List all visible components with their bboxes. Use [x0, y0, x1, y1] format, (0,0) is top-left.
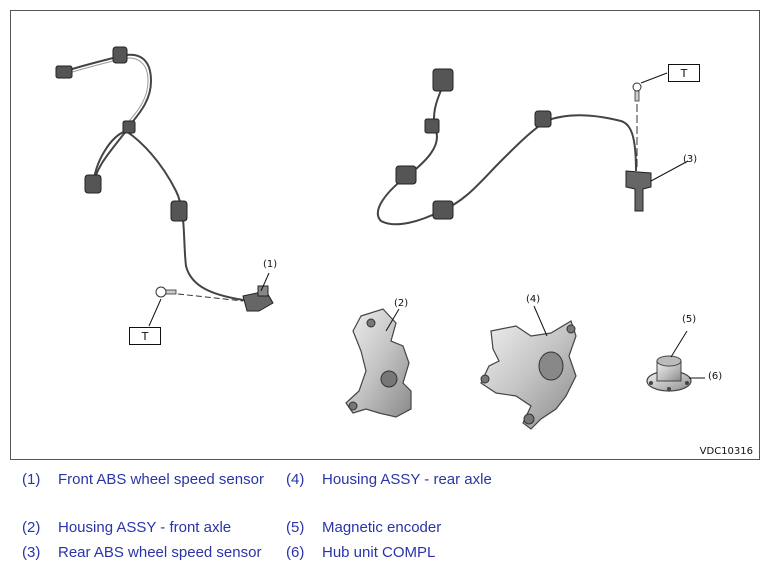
- legend-number: (3): [22, 544, 41, 561]
- legend-number: (2): [22, 519, 41, 536]
- parts-legend: (1) Front ABS wheel speed sensor (4) Housi…: [0, 468, 770, 568]
- legend-text: Housing ASSY - rear axle: [322, 471, 492, 488]
- front-harness-connectors: [55, 46, 188, 222]
- front-abs-sensor: [148, 272, 274, 327]
- parts-illustration: [55, 46, 705, 430]
- legend-item-5: (5) Magnetic encoder: [286, 519, 441, 536]
- front-axle-housing: [345, 308, 412, 418]
- torque-box-front: T: [129, 327, 161, 345]
- legend-item-4: (4) Housing ASSY - rear axle: [286, 471, 492, 488]
- rear-harness-connectors: [395, 68, 552, 220]
- callout-3: (3): [683, 154, 698, 165]
- legend-number: (1): [22, 471, 41, 488]
- figure-code: VDC10316: [699, 446, 753, 457]
- rear-abs-harness: [376, 85, 637, 226]
- legend-item-3: (3) Rear ABS wheel speed sensor: [22, 544, 261, 561]
- torque-box-rear: T: [668, 64, 700, 82]
- rear-abs-sensor: [625, 72, 689, 212]
- legend-text: Rear ABS wheel speed sensor: [58, 544, 262, 561]
- legend-text: Housing ASSY - front axle: [58, 519, 232, 536]
- legend-number: (5): [286, 519, 305, 536]
- legend-text: Front ABS wheel speed sensor: [58, 471, 264, 488]
- legend-number: (4): [286, 471, 305, 488]
- rear-axle-housing: [480, 305, 577, 430]
- legend-text: Magnetic encoder: [322, 519, 442, 536]
- callout-1: (1): [263, 259, 278, 270]
- legend-item-1: (1) Front ABS wheel speed sensor: [22, 471, 264, 488]
- parts-diagram: (1) (2) (3) (4) (5) (6) T T VDC10316: [10, 10, 760, 460]
- legend-number: (6): [286, 544, 305, 561]
- legend-item-2: (2) Housing ASSY - front axle: [22, 519, 231, 536]
- legend-text: Hub unit COMPL: [322, 544, 436, 561]
- callout-6: (6): [708, 371, 723, 382]
- callout-5: (5): [682, 314, 697, 325]
- callout-2: (2): [394, 298, 409, 309]
- hub-unit: [646, 330, 705, 392]
- callout-4: (4): [526, 294, 541, 305]
- legend-item-6: (6) Hub unit COMPL: [286, 544, 435, 561]
